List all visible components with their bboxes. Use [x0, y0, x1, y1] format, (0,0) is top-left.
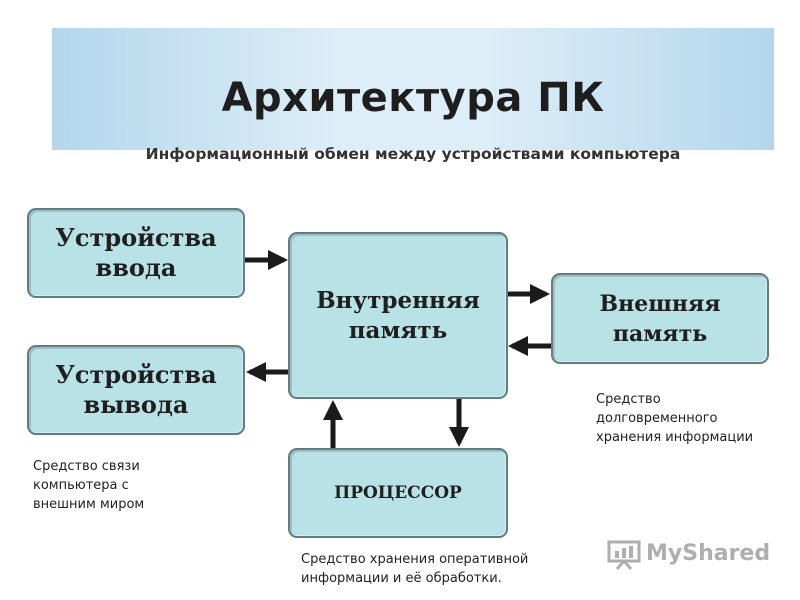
internal-memory-block: Внутренняя память — [288, 232, 508, 399]
processor-block: ПРОЦЕССОР — [288, 448, 508, 538]
processor-label: ПРОЦЕССОР — [334, 483, 462, 503]
external-memory-label: Внешняя память — [599, 290, 721, 347]
input-devices-block: Устройства ввода — [27, 208, 245, 298]
input-devices-label: Устройства ввода — [55, 223, 217, 282]
title-banner: Архитектура ПК Информационный обмен межд… — [52, 28, 774, 163]
io-devices-caption: Средство связи компьютера с внешним миро… — [33, 459, 145, 512]
output-devices-block: Устройства вывода — [27, 345, 245, 435]
output-devices-label: Устройства вывода — [55, 360, 217, 419]
page-title: Архитектура ПК — [221, 75, 605, 121]
internal-memory-label: Внутренняя память — [316, 286, 480, 344]
external-memory-block: Внешняя память — [551, 273, 769, 364]
external-memory-caption: Средство долговременного хранения информ… — [596, 392, 754, 445]
internal-memory-caption: Средство хранения оперативной информации… — [301, 552, 529, 586]
watermark-logo: MyShared — [606, 538, 770, 572]
watermark-text: MyShared — [646, 541, 771, 566]
page-subtitle: Информационный обмен между устройствами … — [145, 145, 681, 163]
presentation-board-icon — [607, 540, 641, 570]
